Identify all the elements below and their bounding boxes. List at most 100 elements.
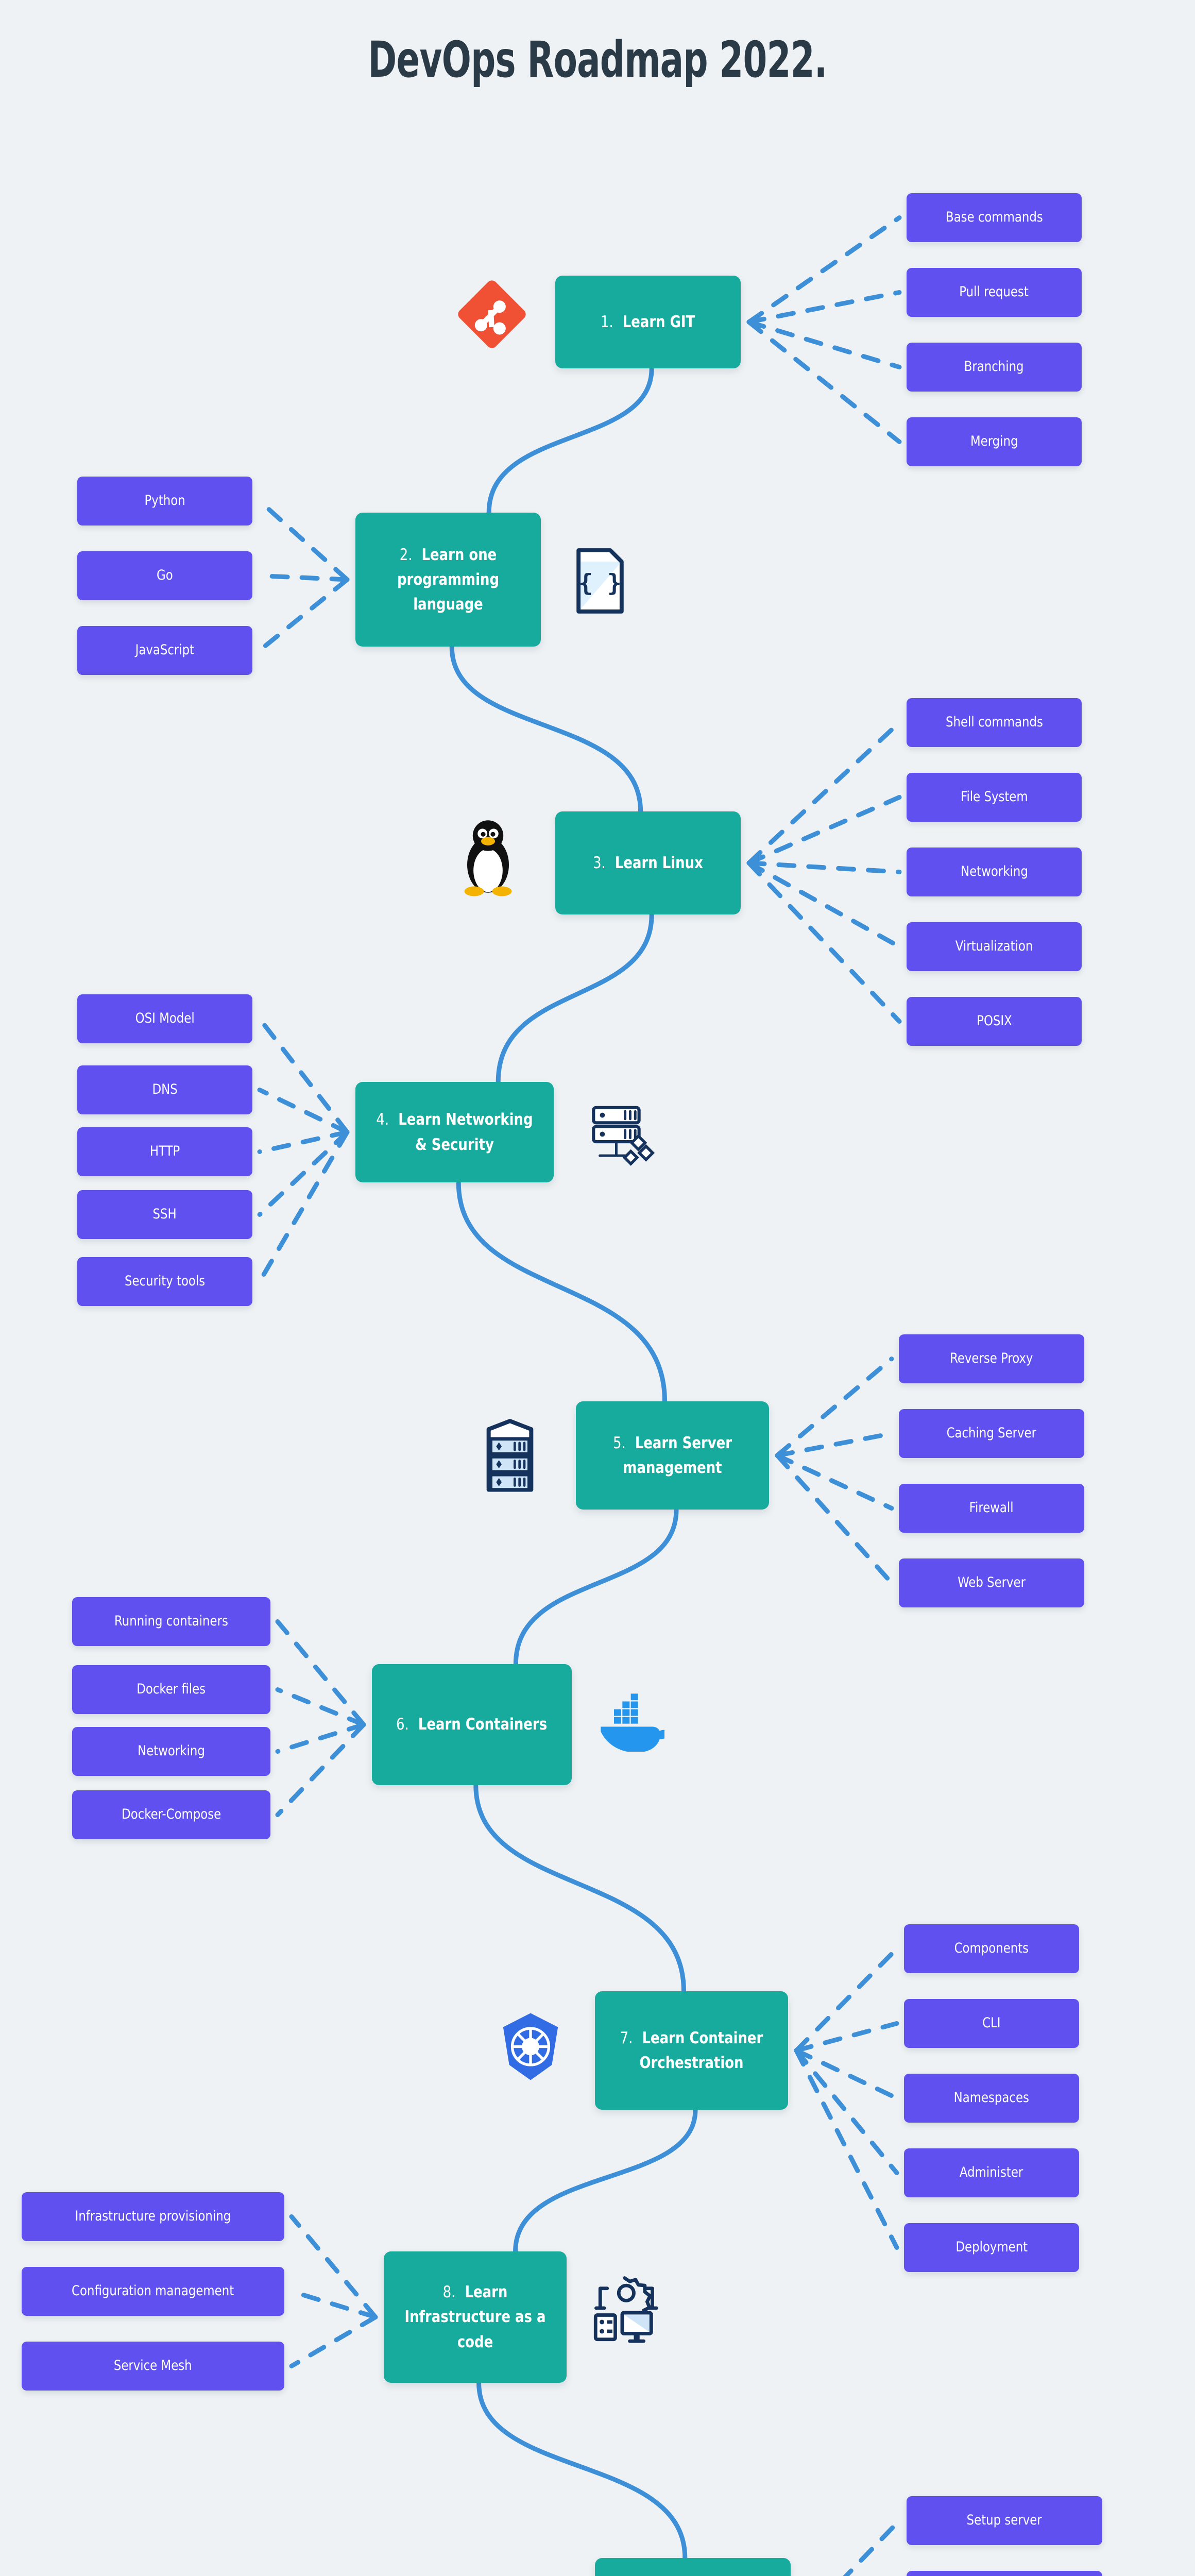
topic-chip-go[interactable]: Go (77, 551, 252, 600)
topic-label: DNS (152, 1081, 178, 1098)
topic-label: JavaScript (135, 642, 195, 658)
step-node-learn-infrastructure-as-a-code[interactable]: 8. Learn Infrastructure as a code (384, 2251, 567, 2383)
topic-chip-security-tools[interactable]: Security tools (77, 1257, 252, 1306)
topic-connector (794, 2048, 899, 2100)
topic-chip-pull-request[interactable]: Pull request (907, 268, 1082, 317)
topic-chip-branching[interactable]: Branching (907, 343, 1082, 392)
topic-connector (746, 860, 902, 949)
topic-label: Virtualization (955, 938, 1033, 955)
step-title: Learn Container Orchestration (639, 2028, 763, 2072)
topic-label: Setup server (966, 2512, 1042, 2529)
step-number: 8. (442, 2283, 456, 2302)
topic-chip-running-containers[interactable]: Running containers (72, 1597, 270, 1646)
topic-connector (794, 2048, 899, 2250)
step-label: 6. Learn Containers (396, 1712, 547, 1737)
step-node-learn-container-orchestration[interactable]: 7. Learn Container Orchestration (595, 1991, 788, 2110)
topic-connector (257, 573, 350, 582)
topic-chip-namespaces[interactable]: Namespaces (904, 2074, 1079, 2123)
topic-label: Docker files (136, 1681, 206, 1698)
step-node-learn-ci-cd[interactable]: 9. Learn CI/CD (595, 2558, 791, 2576)
topic-connector (775, 1453, 894, 1511)
step-node-learn-networking-security[interactable]: 4. Learn Networking & Security (355, 1082, 554, 1182)
topic-chip-base-commands[interactable]: Base commands (907, 193, 1082, 242)
topic-chip-firewall[interactable]: Firewall (899, 1484, 1084, 1533)
topic-label: Configuration management (72, 2283, 234, 2299)
topic-chip-web-server[interactable]: Web Server (899, 1558, 1084, 1607)
topic-chip-caching-server[interactable]: Caching Server (899, 1409, 1084, 1458)
topic-chip-http[interactable]: HTTP (77, 1127, 252, 1176)
topic-chip-osi-model[interactable]: OSI Model (77, 994, 252, 1043)
topic-connector (257, 1016, 350, 1134)
page-title: DevOps Roadmap 2022. (368, 31, 827, 89)
topic-label: HTTP (149, 1143, 180, 1160)
server-rack-icon (479, 1414, 541, 1499)
step-title: Learn Linux (614, 853, 703, 872)
step-title: Learn Server management (623, 1433, 732, 1477)
topic-connector (775, 1453, 894, 1585)
topic-label: Namespaces (953, 2090, 1030, 2106)
topic-chip-docker-compose[interactable]: Docker-Compose (72, 1790, 270, 1839)
topic-chip-service-mesh[interactable]: Service Mesh (22, 2342, 284, 2391)
spine-connector (513, 2107, 698, 2254)
topic-chip-deployment[interactable]: Deployment (904, 2223, 1079, 2272)
topic-connector (843, 2518, 902, 2576)
spine-connector (476, 2380, 688, 2561)
step-label: 3. Learn Linux (593, 851, 703, 875)
topic-connector (289, 2214, 378, 2319)
kubernetes-helm-icon (497, 2004, 564, 2089)
topic-connector (746, 319, 902, 444)
topic-chip-reverse-proxy[interactable]: Reverse Proxy (899, 1334, 1084, 1383)
topic-label: Shell commands (945, 714, 1043, 731)
topic-chip-networking[interactable]: Networking (907, 848, 1082, 896)
topic-chip-configuration-management[interactable]: Configuration management (22, 2267, 284, 2316)
topic-label: CLI (982, 2015, 1001, 2031)
step-node-learn-linux[interactable]: 3. Learn Linux (555, 811, 741, 914)
step-node-learn-git[interactable]: 1. Learn GIT (555, 276, 741, 368)
docker-whale-icon (592, 1687, 664, 1752)
step-node-learn-server-management[interactable]: 5. Learn Server management (576, 1401, 769, 1510)
topic-chip-setup-server[interactable]: Setup server (907, 2496, 1102, 2545)
topic-label: Administer (960, 2164, 1023, 2181)
topic-connector (289, 2315, 378, 2368)
topic-chip-cli[interactable]: CLI (904, 1999, 1079, 2048)
topic-label: Security tools (124, 1273, 206, 1290)
topic-connector (257, 1130, 350, 1284)
step-number: 5. (612, 1433, 626, 1452)
step-title: Learn one programming language (397, 545, 500, 614)
topic-chip-javascript[interactable]: JavaScript (77, 626, 252, 675)
topic-chip-virtualization[interactable]: Virtualization (907, 922, 1082, 971)
topic-connector (289, 2289, 378, 2319)
topic-chip-infrastructure-provisioning[interactable]: Infrastructure provisioning (22, 2192, 284, 2241)
topic-chip-python[interactable]: Python (77, 477, 252, 526)
topic-connector (746, 215, 902, 325)
topic-connector (746, 860, 902, 874)
topic-connector (794, 2048, 899, 2175)
topic-connector (275, 1619, 366, 1727)
topic-connector (746, 720, 902, 866)
topic-chip-dns[interactable]: DNS (77, 1065, 252, 1114)
topic-chip-posix[interactable]: POSIX (907, 997, 1082, 1046)
topic-label: Base commands (945, 209, 1043, 226)
topic-chip-file-system[interactable]: File System (907, 773, 1082, 822)
topic-chip-shell-commands[interactable]: Shell commands (907, 698, 1082, 747)
linux-penguin-icon (453, 814, 523, 899)
topic-label: Pull request (959, 284, 1029, 300)
topic-connector (794, 2021, 899, 2053)
step-number: 6. (396, 1715, 409, 1734)
topic-label: Service Mesh (114, 2358, 192, 2374)
topic-chip-docker-files[interactable]: Docker files (72, 1665, 270, 1714)
topic-chip-ssh[interactable]: SSH (77, 1190, 252, 1239)
topic-chip-components[interactable]: Components (904, 1924, 1079, 1973)
spine-connector (486, 366, 654, 515)
topic-chip-administer[interactable]: Administer (904, 2148, 1079, 2197)
topic-label: Go (157, 567, 173, 584)
spine-connector (449, 644, 643, 814)
topic-chip-merging[interactable]: Merging (907, 417, 1082, 466)
step-node-learn-containers[interactable]: 6. Learn Containers (372, 1664, 572, 1785)
topic-chip-integration[interactable]: Integration (907, 2571, 1102, 2576)
topic-connector (775, 1431, 894, 1458)
topic-chip-networking[interactable]: Networking (72, 1727, 270, 1776)
step-node-learn-one-programming-language[interactable]: 2. Learn one programming language (355, 513, 541, 647)
topic-label: Caching Server (946, 1425, 1037, 1442)
